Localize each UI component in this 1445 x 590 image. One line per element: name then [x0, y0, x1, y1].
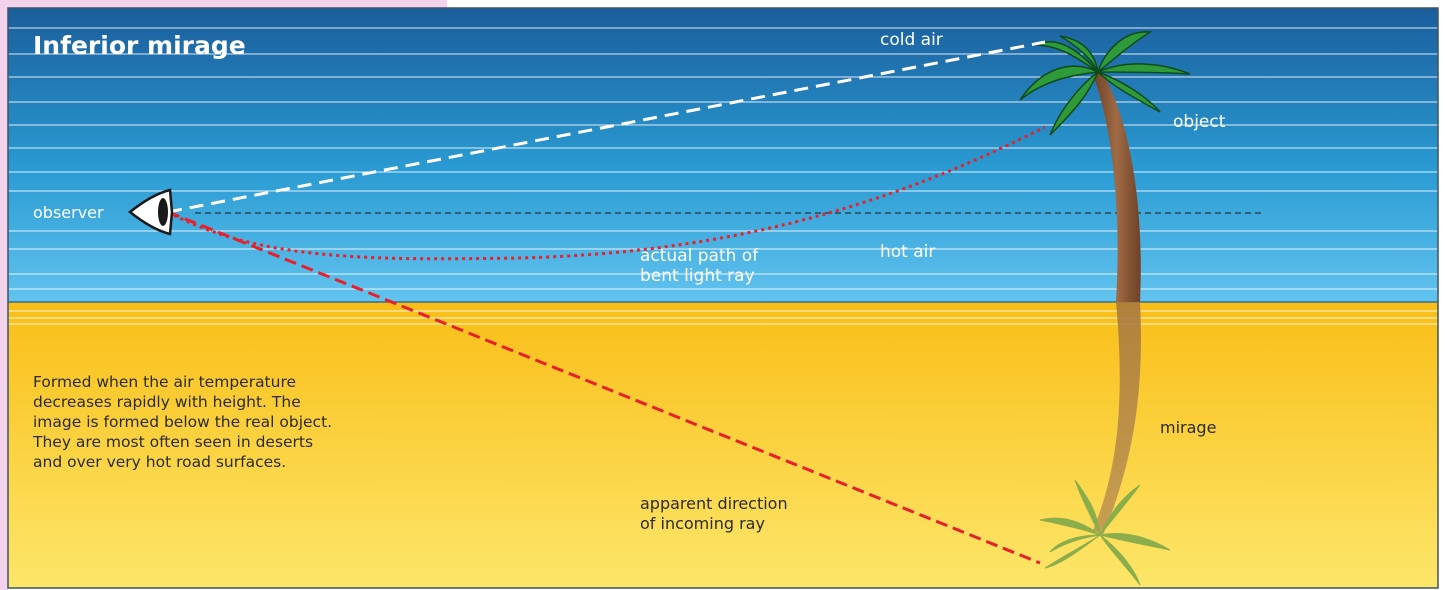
mirage-label: mirage	[1160, 418, 1217, 437]
actual-path-ray	[167, 125, 1046, 261]
mirage-palm-icon	[1039, 479, 1171, 586]
apparent-direction-ray	[167, 210, 1041, 565]
direct-ray-white	[167, 40, 1046, 214]
cold-air-label: cold air	[880, 30, 943, 50]
palm-trunk	[1093, 70, 1141, 302]
mirage-trunk	[1093, 302, 1141, 535]
page-tint-left	[0, 0, 8, 590]
diagram-title: Inferior mirage	[33, 31, 246, 60]
apparent-direction-label: apparent direction of incoming ray	[640, 494, 788, 533]
sky-region	[8, 8, 1438, 302]
sand-region	[8, 302, 1438, 588]
eye-icon	[127, 188, 174, 236]
page-tint-strip	[0, 0, 447, 10]
observer-label: observer	[33, 203, 104, 222]
palm-tree-icon	[1019, 31, 1191, 136]
diagram-frame	[7, 7, 1439, 589]
hot-air-label: hot air	[880, 242, 936, 262]
actual-path-label: actual path of bent light ray	[640, 246, 759, 286]
object-label: object	[1173, 112, 1226, 132]
description-text: Formed when the air temperature decrease…	[33, 373, 333, 471]
air-layer-lines	[8, 27, 1438, 325]
